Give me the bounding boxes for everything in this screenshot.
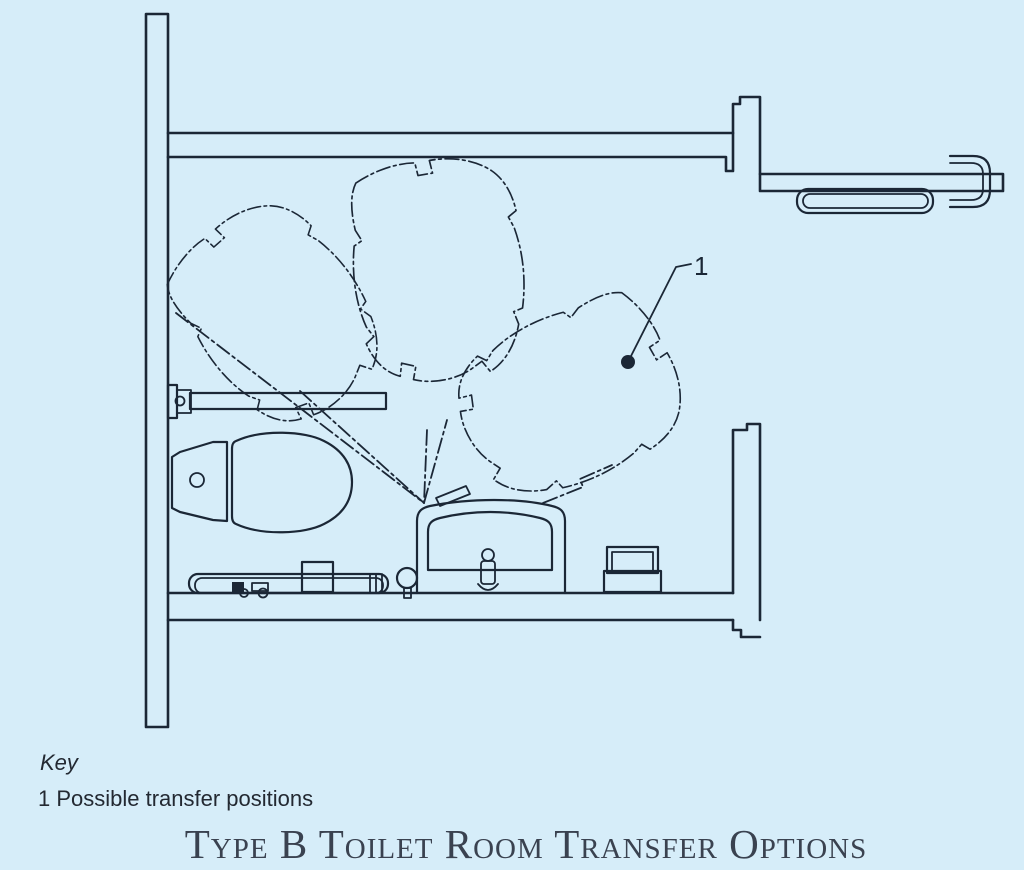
horizontal-grab-bar	[166, 383, 388, 420]
left-wall	[144, 12, 170, 729]
tap-icon	[477, 548, 499, 591]
door-pull-handle	[795, 187, 935, 215]
callout-leader-line	[628, 263, 692, 361]
key-block: Key 1 Possible transfer positions	[38, 750, 313, 812]
diagram-title: Type B Toilet Room Transfer Options	[184, 821, 868, 867]
top-wall	[166, 95, 762, 176]
key-heading: Key	[40, 750, 78, 775]
right-wall	[731, 422, 762, 639]
drop-down-support-rail	[187, 572, 390, 599]
washbasin	[415, 498, 567, 595]
transfer-path-lines	[175, 312, 613, 504]
wheelchair-outline-middle	[350, 158, 525, 383]
waste-bin	[602, 545, 663, 594]
wheelchair-outline-left	[166, 205, 378, 422]
key-item-1: 1 Possible transfer positions	[38, 786, 314, 811]
wheelchair-outline-right	[458, 291, 682, 492]
door-leaf	[758, 172, 1005, 193]
callout-1: 1	[621, 251, 708, 369]
door-edge-pull	[948, 154, 992, 209]
toilet-paper-dispenser	[300, 560, 335, 594]
callout-label-1: 1	[694, 251, 708, 281]
toilet-cistern	[170, 440, 229, 523]
toilet-room-floor-plan: 1	[144, 12, 1005, 729]
bottom-wall	[166, 591, 735, 622]
callout-dot	[621, 355, 635, 369]
flush-button-icon	[189, 472, 205, 488]
toilet-bowl	[230, 431, 354, 534]
footrest-plate	[435, 485, 471, 507]
